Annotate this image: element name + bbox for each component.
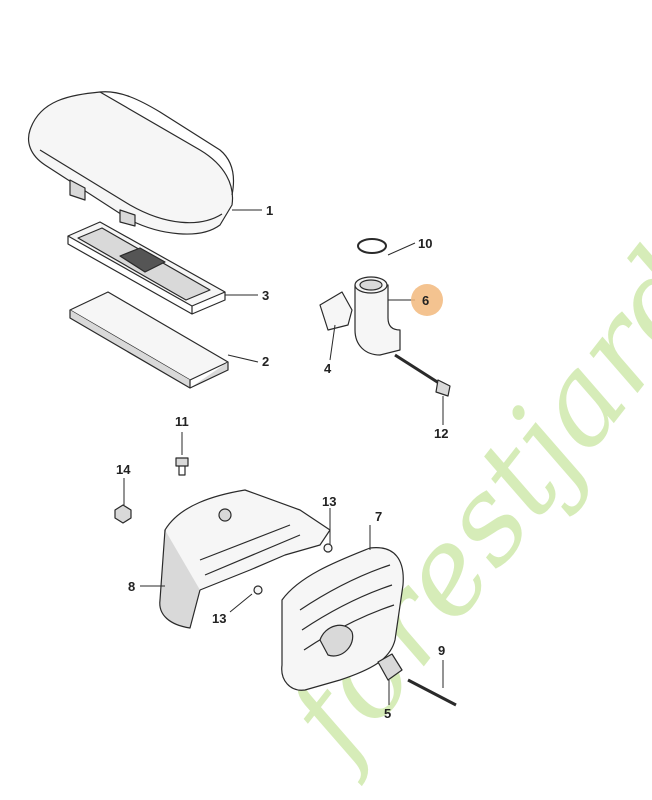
nut-14 [114,504,132,524]
callout-14: 14 [116,462,131,477]
callout-3: 3 [262,288,269,303]
stud-bolt [407,678,457,707]
washer-13-upper [323,543,333,553]
callout-12: 12 [434,426,448,441]
screw-11 [175,457,189,476]
callout-1: 1 [266,203,273,218]
callout-13-upper: 13 [322,494,336,509]
air-filter-element [67,221,226,315]
gasket [319,291,353,331]
callout-4: 4 [324,361,332,376]
callouts: 1 2 3 4 5 6 7 8 9 10 11 12 13 13 14 [116,203,448,721]
air-filter-cover [27,91,235,235]
callout-11: 11 [175,414,189,429]
callout-9: 9 [438,643,445,658]
muffler [281,547,404,691]
callout-highlight [411,284,443,316]
callout-8: 8 [128,579,135,594]
washer-13-lower [253,585,263,595]
callout-6: 6 [422,293,429,308]
leader-lines [123,209,444,705]
callout-10: 10 [418,236,432,251]
o-ring [357,238,387,254]
exhaust-gasket [377,653,403,681]
heat-shield [159,489,331,629]
callout-7: 7 [375,509,382,524]
pre-filter-foam [69,291,229,389]
elbow-tube [354,276,401,356]
callout-13-lower: 13 [212,611,226,626]
callout-2: 2 [262,354,269,369]
long-bolt [394,353,451,397]
callout-5: 5 [384,706,391,721]
